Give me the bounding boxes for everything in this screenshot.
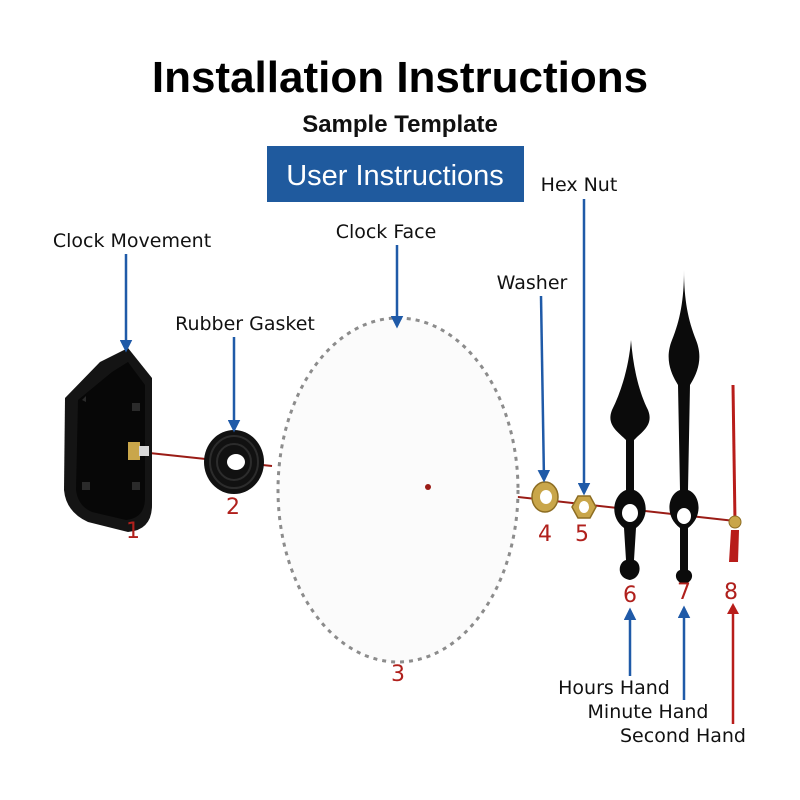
- label-second-hand: Second Hand: [620, 725, 746, 747]
- arrow-second-hand-head: [727, 603, 739, 614]
- label-minute-hand: Minute Hand: [588, 701, 709, 723]
- clock-movement: [64, 348, 152, 532]
- clock-face-center-hole: [425, 484, 431, 490]
- part-number-6: 6: [623, 583, 637, 608]
- label-washer: Washer: [497, 272, 568, 294]
- page-title: Installation Instructions: [152, 53, 648, 102]
- part-number-2: 2: [226, 495, 240, 520]
- label-rubber-gasket: Rubber Gasket: [175, 313, 315, 335]
- user-instructions-banner-text: User Instructions: [286, 160, 504, 192]
- minute-hand: [668, 270, 700, 584]
- arrow-washer: [537, 295, 551, 483]
- part-number-5: 5: [575, 522, 589, 547]
- clock-face: [276, 316, 520, 664]
- second-hand: [728, 384, 742, 562]
- label-clock-movement: Clock Movement: [53, 230, 211, 252]
- label-clock-face: Clock Face: [336, 221, 437, 243]
- label-hex-nut: Hex Nut: [541, 174, 618, 196]
- user-instructions-banner: [267, 146, 524, 202]
- hours-hand: [610, 340, 650, 580]
- part-number-8: 8: [724, 580, 738, 605]
- part-number-1: 1: [126, 519, 140, 544]
- part-number-4: 4: [538, 522, 552, 547]
- hex-nut: [571, 495, 597, 519]
- part-number-3: 3: [391, 662, 405, 687]
- label-hours-hand: Hours Hand: [558, 677, 670, 699]
- washer: [531, 481, 559, 513]
- rubber-gasket: [204, 430, 264, 494]
- part-number-7: 7: [677, 580, 691, 605]
- page-subtitle: Sample Template: [302, 111, 498, 138]
